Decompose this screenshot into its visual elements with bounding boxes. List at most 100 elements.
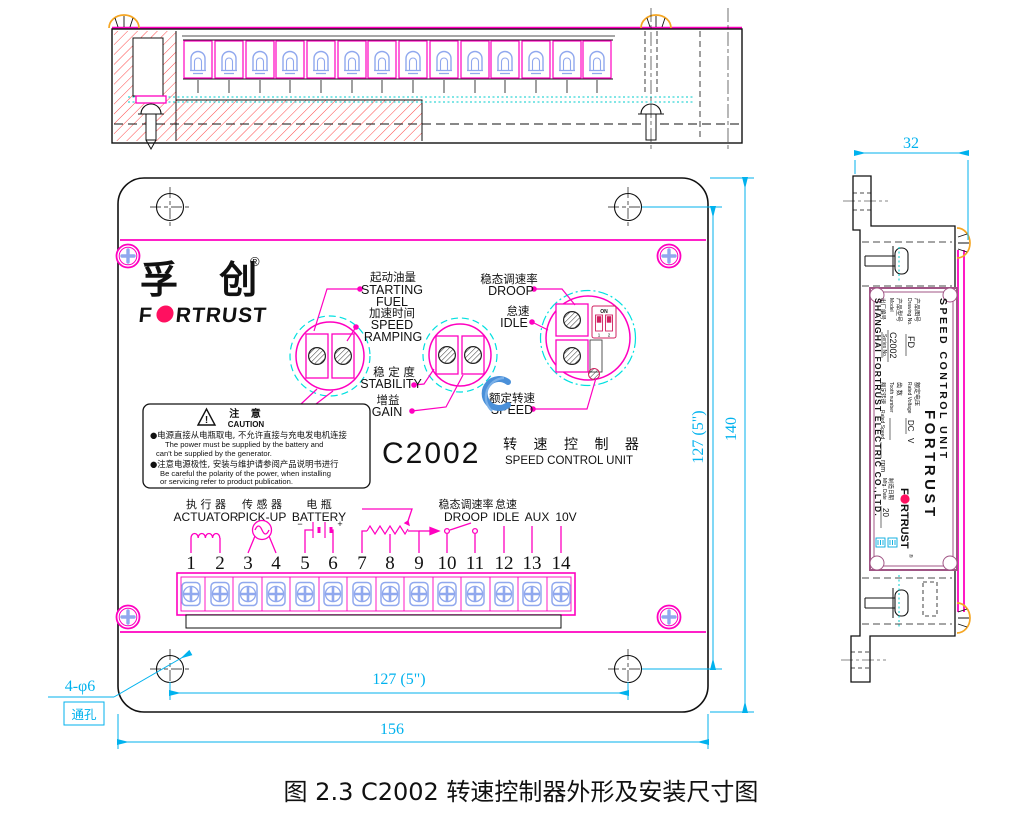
caution-b1-en1: The power must be supplied by the batter… (165, 440, 323, 449)
panel-screw-bottom-right-icon (655, 603, 683, 631)
stability-label-en: STABILITY (360, 377, 422, 391)
top-view-bolt-right (638, 8, 664, 150)
terminal-strip-base (185, 614, 562, 629)
terminal-number-8: 8 (385, 553, 395, 574)
leader-lines (300, 288, 597, 412)
side-hidden-screw-top (862, 241, 952, 287)
dim-w127-text: 127 (5") (372, 671, 425, 688)
dim-d32-text: 32 (903, 135, 919, 152)
np-speed-en: Rated Speed (879, 410, 885, 439)
starting-fuel-pot-icon (308, 347, 326, 365)
gain-label-en: GAIN (372, 405, 403, 419)
brand-logo-o-dot-icon (156, 305, 174, 323)
potentiometer-icon (361, 508, 441, 553)
np-date-val: 20 (881, 508, 890, 517)
side-view: SPEED CONTROL UNIT FORTRUST 产品图号 Drawing… (841, 175, 971, 683)
caution-title-zh: 注 意 (229, 407, 264, 420)
adjuster-labels: 起动油量 STARTING FUEL 加速时间 SPEED RAMPING 稳 … (360, 270, 538, 419)
pickup-sensor-icon (251, 519, 273, 541)
terminal-strip (176, 572, 576, 629)
stability-pot-icon (438, 346, 456, 364)
speed-ramping-pot-icon (334, 347, 352, 365)
pot-group-droop-idle-speed: ON 1 2 (539, 289, 637, 387)
hole-callout-text: 4-φ6 (65, 678, 96, 695)
nameplate-stamps-icon (875, 537, 898, 548)
dim-h127-text: 127 (5") (690, 410, 707, 463)
np-series-zh: 出厂编号 (879, 298, 887, 321)
terminal-number-4: 4 (271, 553, 281, 574)
np-drawing-zh: 产品图号 (913, 298, 921, 322)
battery-plus-sign: + (337, 519, 342, 529)
caution-b1-zh: ●电源直接从电瓶取电, 不允许直接与充电发电机连接 (150, 430, 348, 440)
warning-triangle-icon (196, 407, 217, 426)
warning-mark: ! (205, 415, 208, 426)
np-voltage-unit: V (906, 438, 915, 444)
np-series-en: Series No. (881, 334, 887, 357)
terminal-number-2: 2 (215, 553, 225, 574)
brand-logo-en: F RTRUST (138, 304, 269, 327)
terminal-number-10: 10 (438, 553, 457, 574)
model-title: C2002 转 速 控 制 器 SPEED CONTROL UNIT (382, 437, 645, 470)
side-nameplate: SPEED CONTROL UNIT FORTRUST 产品图号 Drawing… (869, 287, 958, 571)
aux-label: AUX (525, 510, 550, 524)
speed-set-screw-icon (588, 368, 600, 380)
pickup-label-en: PICK-UP (238, 510, 287, 524)
np-speed-zh: 额定转速 (879, 382, 887, 405)
stability-label-zh: 稳 定 度 (373, 365, 415, 379)
np-model-val: C2002 (888, 332, 898, 359)
np-date-en: Mfg. Date (881, 478, 887, 500)
caution-b1-en2: can't be supplied by the generator. (156, 449, 272, 458)
np-speed-unit: rpm (879, 460, 886, 472)
np-date-zh: 制造日期 (887, 478, 895, 501)
idle-label-en: IDLE (500, 316, 528, 330)
np-voltage-val: DC (906, 420, 915, 432)
model-code: C2002 (382, 437, 480, 470)
np-logo-reg: ® (907, 554, 914, 558)
speed-ramping-label-zh: 加速时间 (369, 306, 415, 320)
np-model-zh: 产品型号 (895, 298, 903, 322)
dip-switch: ON 1 2 (591, 305, 617, 339)
np-tooth-zh: 齿 数 (895, 382, 903, 396)
np-drawing-en: Drawing No. (906, 298, 912, 326)
actuator-label-zh: 执 行 器 (186, 497, 226, 511)
dim-w156-text: 156 (380, 721, 404, 738)
side-bottom-tab-hole (851, 651, 870, 669)
idle-pot-icon (562, 347, 582, 365)
brand-logo: 孚 创 ® F RTRUST (138, 254, 271, 327)
leader-dots (353, 286, 537, 414)
np-logo-rtrust: RTRUST (898, 504, 910, 549)
nameplate-title: SPEED CONTROL UNIT (937, 298, 949, 461)
battery-label-en: BATTERY (292, 510, 346, 524)
brand-logo-zh: 孚 创 (140, 258, 271, 302)
nameplate-fields: 产品图号 Drawing No. FD 产品型号 Model C2002 出厂编… (879, 298, 921, 528)
dimension-texts: 127 (5") 140 127 (5") 156 32 4-φ6 通孔 (65, 135, 919, 738)
top-view-bolt-left (135, 95, 167, 151)
actuator-coil-icon (190, 532, 221, 539)
swirl-logo-icon (481, 376, 511, 412)
np-drawing-val: FD (906, 336, 916, 348)
side-hidden-screw-bottom (862, 575, 952, 628)
nameplate-logo: F RTRUST ® (898, 488, 914, 558)
through-hole-tag-box (63, 701, 105, 726)
caution-b2-zh: ●注意电源极性, 安装与维护请参阅产品说明书进行 (150, 459, 339, 469)
caution-b2-en1: Be careful the polarity of the power, wh… (160, 469, 331, 478)
side-top-tab-hole (853, 192, 871, 211)
top-view-screw-head-right-icon (640, 14, 672, 29)
model-title-en: SPEED CONTROL UNIT (505, 455, 633, 467)
top-view-terminal-pins (197, 80, 598, 93)
dip-switch-1 (595, 314, 603, 332)
dim-h140-text: 140 (723, 417, 740, 441)
brand-logo-rtrust: RTRUST (175, 304, 269, 327)
idle-terminal-label-en: IDLE (493, 510, 520, 524)
terminal-number-11: 11 (466, 553, 484, 574)
terminal-number-1: 1 (186, 553, 196, 574)
battery-minus-sign: − (297, 519, 302, 529)
nameplate-content: SPEED CONTROL UNIT FORTRUST 产品图号 Drawing… (873, 298, 949, 558)
model-title-zh: 转 速 控 制 器 (503, 437, 645, 453)
dip-on-label: ON (600, 309, 608, 315)
gain-pot-icon (464, 346, 482, 364)
droop-label-zh: 稳态调速率 (480, 272, 538, 286)
droop-terminal-label-zh: 稳态调速率 (439, 497, 494, 511)
terminal-number-12: 12 (495, 553, 514, 574)
